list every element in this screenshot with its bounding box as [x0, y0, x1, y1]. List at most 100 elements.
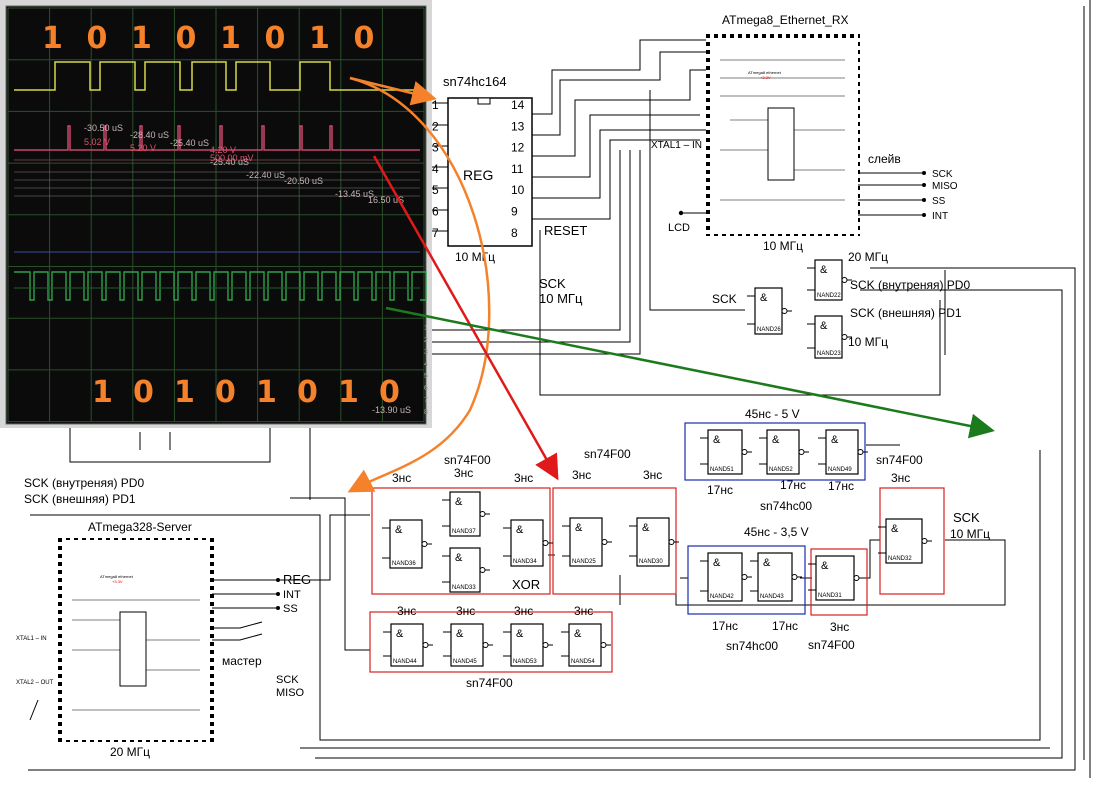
sck-int-label: SCK (внутреняя) PD0: [850, 278, 970, 292]
master-label: мастер: [222, 654, 262, 668]
nand-symbol: &: [760, 292, 768, 304]
bottom-bit: 1: [92, 375, 113, 410]
top-bit: 1: [42, 21, 63, 56]
server-pin-label: REG: [283, 572, 311, 587]
nand-symbol: &: [763, 557, 771, 569]
register-pin-left: 7: [432, 226, 439, 240]
register-pin-right: 11: [511, 162, 524, 176]
sck-ext-label: SCK (внешняя) PD1: [850, 306, 962, 320]
delay-3ns-label: 3нс: [574, 604, 593, 618]
nand-symbol: &: [516, 524, 524, 536]
lcd-label: LCD: [668, 222, 690, 234]
svg-text:1: 1: [424, 325, 428, 332]
measurement-label: -13.45 uS: [335, 189, 374, 199]
delay-box-red: [552, 487, 677, 595]
server-mcu: SCK (внутреняя) PD0 SCK (внешняя) PD1 AT…: [16, 476, 311, 759]
nand-symbol: &: [820, 320, 828, 332]
rx-pin-label: SS: [932, 196, 946, 207]
delay-box-red: [371, 487, 551, 595]
nand-gate: &NAND44: [383, 623, 433, 667]
nand-label: NAND23: [817, 351, 841, 357]
server-pin-label: SS: [283, 603, 298, 615]
xtal-label: XTAL1 – IN: [651, 140, 702, 151]
delay-3ns-label: 3нс: [392, 471, 411, 485]
sck-label: SCK: [539, 276, 566, 291]
delay-boxes: [369, 422, 945, 673]
nand-label: NAND54: [571, 659, 595, 665]
register-pin-left: 6: [432, 205, 439, 219]
reset-label: RESET: [544, 223, 587, 238]
measurement-label: -28.40 uS: [130, 130, 169, 140]
nand-bubble: [668, 539, 675, 545]
bottom-bit: 0: [297, 375, 318, 410]
top-bit: 0: [176, 21, 197, 56]
sn74f00-label: sn74F00: [584, 447, 631, 461]
svg-text:6: 6: [424, 385, 428, 392]
register-pin-right: 9: [511, 205, 518, 219]
measurement-label: 500.00 mV: [210, 153, 254, 163]
delay-3ns-label: 3нс: [643, 468, 662, 482]
nand-gate-body: [815, 555, 855, 601]
nand-gate: &NAND22: [807, 259, 852, 301]
nand-bubble: [421, 541, 428, 547]
register-title: sn74hc164: [443, 74, 507, 89]
nand-gate: &NAND53: [503, 623, 553, 667]
nand-label: NAND53: [513, 659, 537, 665]
nand-gate: &NAND32: [878, 518, 932, 564]
delay-45-5v: 45нс - 5 V: [745, 407, 800, 421]
server-pin-dot: [276, 578, 280, 582]
nand-gate: &NAND36: [382, 519, 432, 569]
measurement-label: 5.20 V: [130, 143, 156, 153]
rx-mcu-freq: 10 МГц: [763, 239, 803, 253]
delay-3ns-label: 3нс: [397, 604, 416, 618]
svg-text:3: 3: [424, 349, 428, 356]
nand-symbol: &: [831, 434, 839, 446]
server-pin-dot: [276, 592, 280, 596]
delay-3ns-label: 3нс: [572, 468, 591, 482]
delay-17ns-label: 17нс: [712, 619, 738, 633]
rx-pin-dot: [922, 213, 926, 217]
register-pin-right: 8: [511, 226, 518, 240]
nand-label: NAND36: [392, 561, 416, 567]
register-pin-right: 14: [511, 98, 525, 112]
sck-out-label: SCK: [953, 510, 980, 525]
nand-symbol: &: [891, 523, 899, 535]
xor-label: XOR: [512, 577, 540, 592]
bottom-bit: 1: [174, 375, 195, 410]
nand-label: NAND44: [393, 659, 417, 665]
top-bit: 1: [131, 21, 152, 56]
nand-gate-body: [885, 518, 923, 564]
sck-label-upper: SCK: [712, 292, 737, 306]
sck-ext-server: SCK (внешняя) PD1: [24, 492, 136, 506]
nand-label: NAND25: [572, 559, 596, 565]
nand-gate: &NAND25: [562, 517, 612, 567]
xtal1-label: XTAL1 – IN: [16, 636, 47, 642]
sn74f00-label: sn74F00: [876, 453, 923, 467]
top-bit: 1: [309, 21, 330, 56]
sn74f00-label: sn74F00: [444, 453, 491, 467]
nand-gate-body: [766, 429, 800, 475]
server-pin-label: INT: [283, 589, 301, 601]
rx-pin-label: SCK: [932, 169, 953, 180]
nand-gate: &NAND26: [747, 287, 792, 335]
top-bit: 0: [265, 21, 286, 56]
nand-gate-body: [707, 552, 743, 602]
nand-label: NAND33: [452, 585, 476, 591]
slave-label: слейв: [868, 152, 901, 166]
nand-gate-body: [814, 315, 843, 359]
sn74f00-label: sn74F00: [808, 638, 855, 652]
measurement-label: -25.40 uS: [210, 157, 249, 167]
nand-bubble: [741, 574, 748, 580]
top-bit: 0: [87, 21, 108, 56]
nand-symbol: &: [713, 434, 721, 446]
nand-gate: & NAND23: [807, 315, 852, 359]
measurement-label: -25.40 uS: [170, 138, 209, 148]
nand-symbol: &: [642, 522, 650, 534]
nand-symbol: &: [574, 628, 582, 640]
nand-label: NAND51: [710, 467, 734, 473]
nand-gate-body: [754, 287, 783, 335]
freq-10: 10 МГц: [848, 335, 888, 349]
